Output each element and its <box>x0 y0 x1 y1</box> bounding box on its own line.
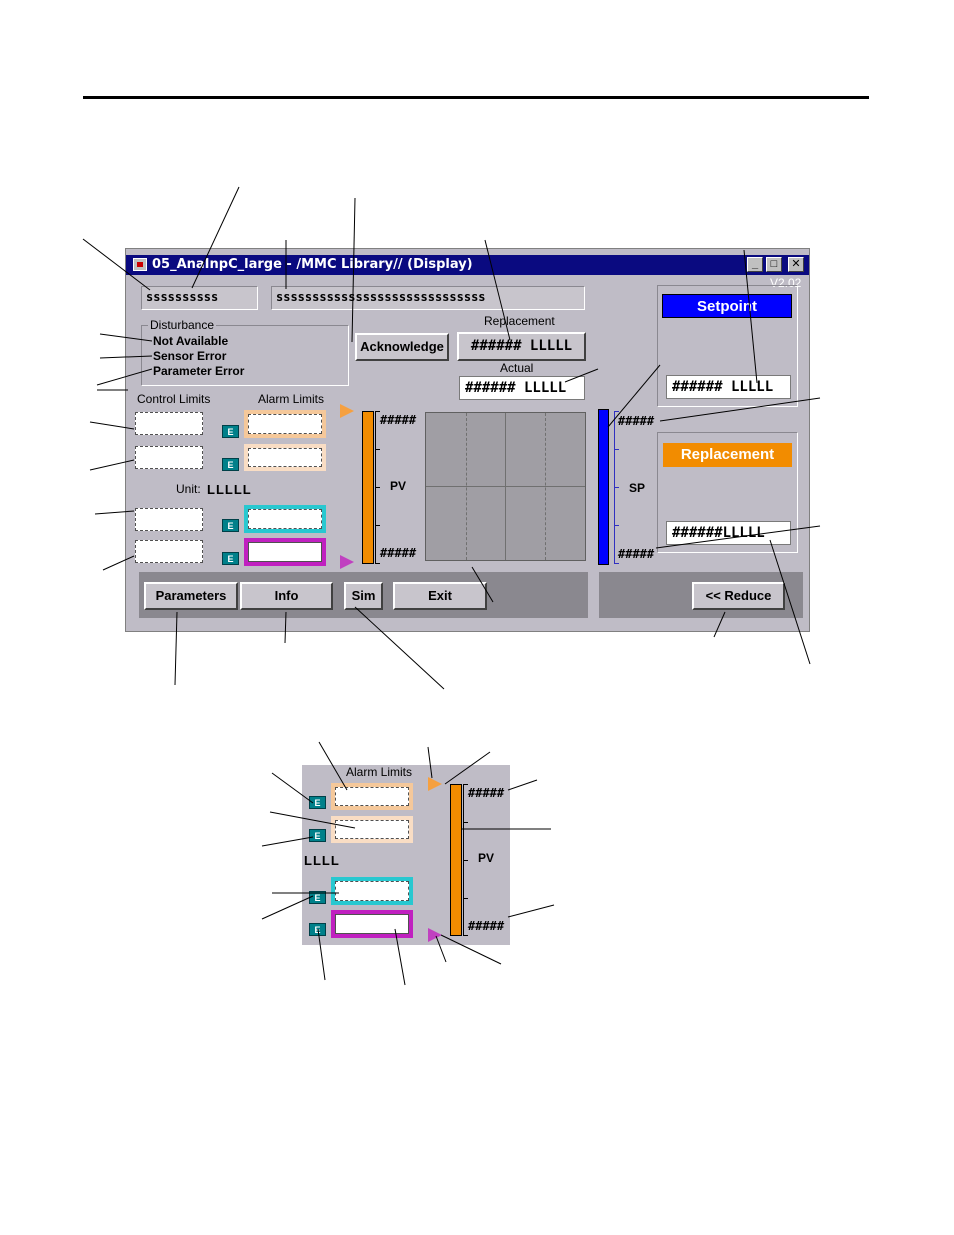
detail-pv-top-value: ##### <box>468 786 505 800</box>
window-title: 05_AnaInpC_large - /MMC Library// (Displ… <box>152 257 473 272</box>
detail-alarm-h-field[interactable] <box>335 820 409 839</box>
control-limits-label: Control Limits <box>137 392 211 406</box>
detail-alarm-limits-label: Alarm Limits <box>346 765 413 779</box>
enable-hh-button[interactable]: E <box>222 425 239 438</box>
replacement-panel <box>657 432 798 553</box>
detail-alarm-hh-field[interactable] <box>335 787 409 806</box>
detail-alarm-h-frame <box>331 816 413 843</box>
setpoint-title[interactable]: Setpoint <box>662 294 792 318</box>
minimize-button[interactable]: _ <box>747 257 763 272</box>
alarm-limit-ll-frame <box>244 538 326 566</box>
detail-view: Alarm Limits E E E E LLLL ##### PV ##### <box>302 765 510 945</box>
alarm-limit-hh-field[interactable] <box>248 414 322 434</box>
detail-pv-bottom-value: ##### <box>468 919 505 933</box>
alarm-limit-l-frame <box>244 505 326 533</box>
detail-enable-l-button[interactable]: E <box>309 891 326 904</box>
pv-tick <box>375 411 380 412</box>
detail-pv-tick <box>463 784 468 785</box>
actual-value-field: ###### LLLLL <box>459 376 585 400</box>
detail-pv-bar <box>450 784 462 936</box>
detail-alarm-ll-frame <box>331 910 413 938</box>
tag-field: ssssssssss <box>141 286 258 310</box>
disturbance-group <box>141 325 349 386</box>
control-limit-low2-field[interactable] <box>135 540 203 563</box>
pv-bar <box>362 411 374 564</box>
alarm-limit-l-field[interactable] <box>248 509 322 529</box>
alarm-low-marker-icon <box>340 555 354 569</box>
info-button[interactable]: Info <box>240 582 333 610</box>
faceplate-window: 05_AnaInpC_large - /MMC Library// (Displ… <box>125 248 810 632</box>
detail-pv-tick <box>463 935 468 936</box>
replacement-label: Replacement <box>484 314 555 328</box>
replacement-value-field[interactable]: ###### LLLLL <box>457 332 586 361</box>
detail-alarm-hh-frame <box>331 783 413 810</box>
alarm-limit-ll-field[interactable] <box>248 542 322 562</box>
sim-button[interactable]: Sim <box>344 582 383 610</box>
detail-alarm-l-field[interactable] <box>335 881 409 901</box>
replacement-title[interactable]: Replacement <box>663 443 792 467</box>
unit-label: Unit: <box>176 482 201 496</box>
sp-bar <box>598 409 609 565</box>
detail-enable-ll-button[interactable]: E <box>309 923 326 936</box>
alarm-high-marker-icon <box>340 404 354 418</box>
detail-pv-tick <box>463 822 468 823</box>
pv-label: PV <box>390 479 407 493</box>
detail-enable-hh-button[interactable]: E <box>309 796 326 809</box>
app-icon <box>133 258 147 271</box>
sp-tick <box>614 525 619 526</box>
detail-unit-value: LLLL <box>304 853 340 868</box>
title-bar[interactable]: 05_AnaInpC_large - /MMC Library// (Displ… <box>126 255 809 275</box>
sp-bottom-value: ##### <box>618 547 655 561</box>
description-field: sssssssssssssssssssssssssssss <box>271 286 585 310</box>
maximize-button[interactable]: □ <box>766 257 782 272</box>
pv-tick <box>375 449 380 450</box>
reduce-button[interactable]: << Reduce <box>692 582 785 610</box>
setpoint-value-field[interactable]: ###### LLLLL <box>666 375 791 399</box>
version-label: V2.02 <box>770 276 802 290</box>
replacement-panel-value-field[interactable]: ######LLLLL <box>666 521 791 545</box>
actual-label: Actual <box>500 361 534 375</box>
not-available-label: Not Available <box>153 334 229 348</box>
trend-area[interactable] <box>425 412 586 561</box>
sp-label: SP <box>629 481 646 495</box>
trend-gridline <box>426 486 585 487</box>
pv-tick <box>375 525 380 526</box>
enable-ll-button[interactable]: E <box>222 552 239 565</box>
enable-l-button[interactable]: E <box>222 519 239 532</box>
detail-pv-tick <box>463 898 468 899</box>
alarm-limit-h-field[interactable] <box>248 448 322 467</box>
pv-bottom-value: ##### <box>380 546 417 560</box>
alarm-limits-label: Alarm Limits <box>258 392 325 406</box>
detail-alarm-low-marker-icon <box>428 928 442 942</box>
parameter-error-label: Parameter Error <box>153 364 245 378</box>
alarm-limit-h-frame <box>244 444 326 471</box>
disturbance-title: Disturbance <box>148 318 217 332</box>
alarm-limit-hh-frame <box>244 410 326 438</box>
pv-top-value: ##### <box>380 413 417 427</box>
sensor-error-label: Sensor Error <box>153 349 227 363</box>
control-limit-high2-field[interactable] <box>135 446 203 469</box>
close-button[interactable]: ✕ <box>788 257 804 272</box>
unit-value: LLLLL <box>207 482 252 497</box>
sp-top-value: ##### <box>618 414 655 428</box>
top-rule <box>83 96 869 99</box>
detail-pv-label: PV <box>478 851 495 865</box>
control-limit-high-field[interactable] <box>135 412 203 435</box>
sp-tick <box>614 449 619 450</box>
exit-button[interactable]: Exit <box>393 582 487 610</box>
sp-tick <box>614 563 619 564</box>
enable-h-button[interactable]: E <box>222 458 239 471</box>
pv-tick <box>375 563 380 564</box>
parameters-button[interactable]: Parameters <box>144 582 238 610</box>
detail-alarm-high-marker-icon <box>428 777 442 791</box>
detail-enable-h-button[interactable]: E <box>309 829 326 842</box>
detail-pv-tick <box>463 860 468 861</box>
pv-tick <box>375 487 380 488</box>
sp-tick <box>614 411 619 412</box>
control-limit-low-field[interactable] <box>135 508 203 531</box>
detail-alarm-l-frame <box>331 877 413 905</box>
detail-alarm-ll-field[interactable] <box>335 914 409 934</box>
acknowledge-button[interactable]: Acknowledge <box>355 333 449 361</box>
sp-tick <box>614 487 619 488</box>
